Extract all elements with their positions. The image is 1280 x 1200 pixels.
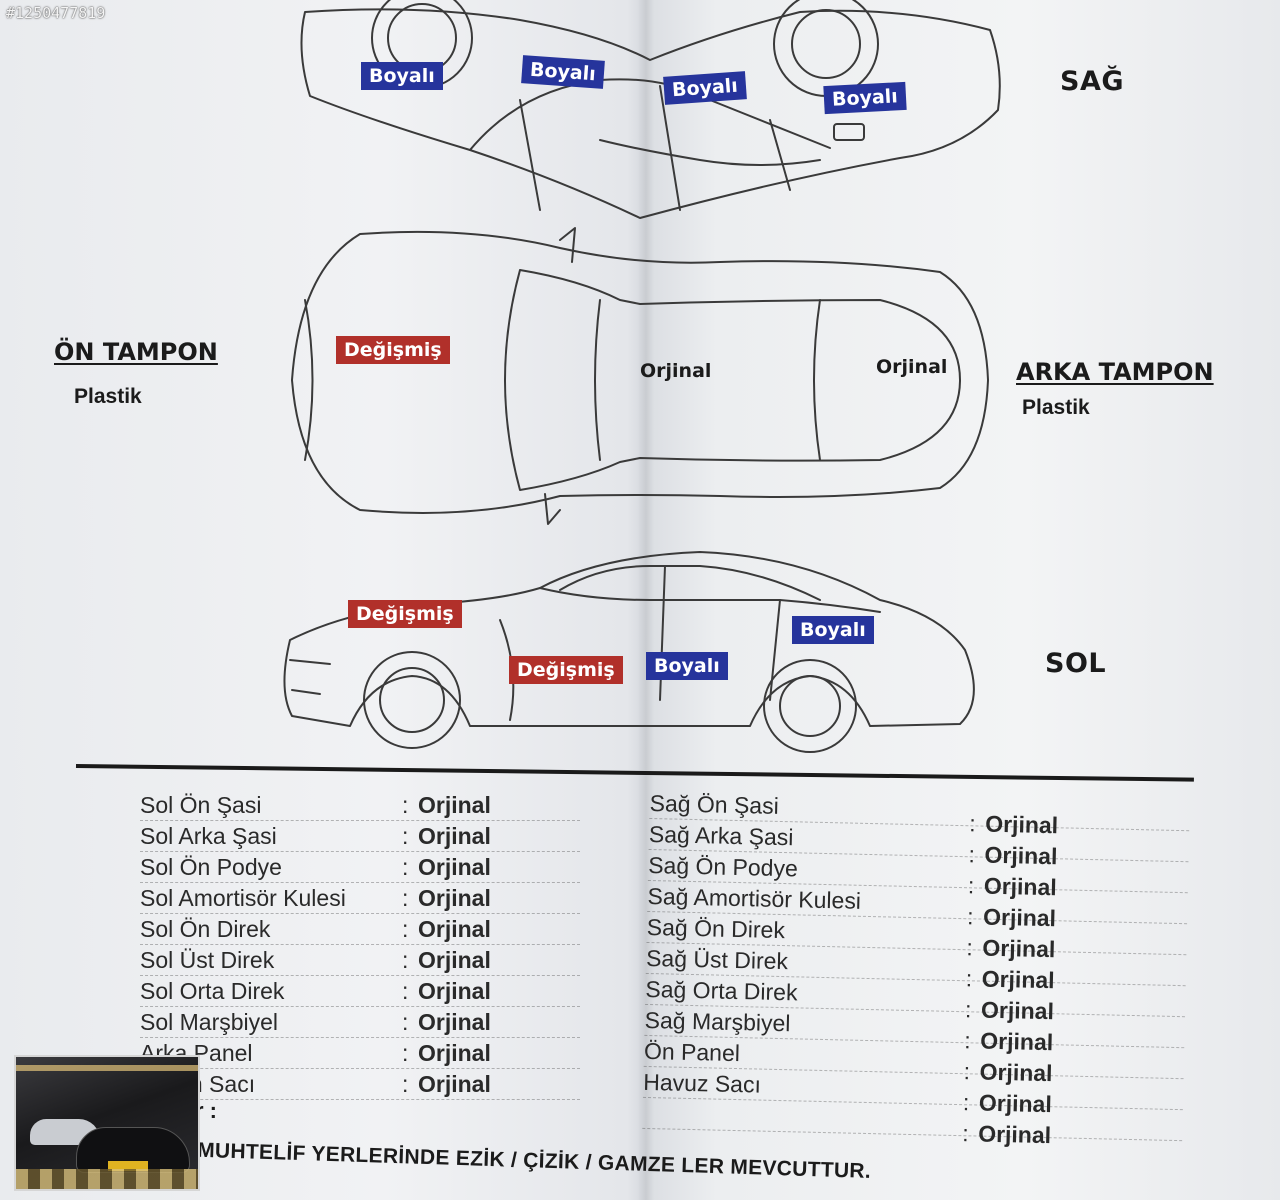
separator: :	[961, 1120, 969, 1147]
part-name: Sol Ön Podye	[140, 854, 282, 880]
trunk-tag: Orjinal	[876, 356, 948, 378]
rear-bumper-label: ARKA TAMPON	[1016, 358, 1214, 386]
left-front-fender-tag: Değişmiş	[348, 600, 462, 628]
part-value: Orjinal	[418, 792, 491, 818]
list-item: Taban Sacı:Orjinal	[140, 1069, 580, 1100]
list-item: Arka Panel:Orjinal	[140, 1038, 580, 1069]
part-value: Orjinal	[418, 916, 491, 942]
list-item: Sol Amortisör Kulesi: Orjinal	[140, 883, 580, 914]
separator: :	[402, 916, 409, 942]
part-name: Sağ Ön Direk	[646, 913, 786, 944]
part-name: Ön Panel	[643, 1037, 741, 1067]
left-front-door-tag: Değişmiş	[509, 656, 623, 684]
left-side-label: SOL	[1045, 648, 1107, 679]
separator: :	[402, 885, 409, 911]
part-value: Orjinal	[418, 1040, 491, 1066]
separator: :	[402, 1009, 409, 1035]
right-rear-fender-tag: Boyalı	[521, 55, 605, 89]
right-parts-list: Sağ Ön Şasi:Orjinal Sağ Arka Şasi:Orjina…	[642, 788, 1190, 1148]
dealer-logo-image	[14, 1055, 200, 1191]
front-bumper-label: ÖN TAMPON	[54, 338, 218, 366]
list-item: Sol Ön Direk: Orjinal	[140, 914, 580, 945]
part-value: Orjinal	[418, 854, 491, 880]
part-name: Sol Ön Şasi	[140, 792, 262, 818]
part-name: Sol Üst Direk	[140, 947, 275, 973]
separator: :	[402, 1071, 409, 1097]
part-name: Sol Arka Şasi	[140, 823, 277, 849]
roof-tag: Orjinal	[640, 360, 712, 382]
rear-bumper-value: Plastik	[1022, 396, 1090, 419]
listing-id: #1250477819	[6, 4, 106, 22]
part-value: Orjinal	[418, 978, 491, 1004]
separator: :	[402, 823, 409, 849]
front-bumper-value: Plastik	[74, 385, 142, 408]
part-value: Orjinal	[418, 823, 491, 849]
part-name: Sol Amortisör Kulesi	[140, 885, 346, 911]
part-name: Havuz Sacı	[643, 1068, 762, 1098]
list-item: Sol Ön Podye: Orjinal	[140, 852, 580, 883]
part-name: Sağ Amortisör Kulesi	[647, 882, 862, 914]
hood-tag: Değişmiş	[336, 336, 450, 364]
left-rear-fender-tag: Boyalı	[792, 616, 874, 644]
separator: :	[402, 947, 409, 973]
list-item: Sol Orta Direk: Orjinal	[140, 976, 580, 1007]
part-name: Sağ Marşbiyel	[644, 1006, 791, 1037]
list-item: Sol Marşbiyel: Orjinal	[140, 1007, 580, 1038]
separator: :	[402, 854, 409, 880]
part-name: Sağ Ön Podye	[647, 851, 799, 882]
part-name: Sağ Arka Şasi	[648, 820, 794, 851]
separator: :	[402, 792, 409, 818]
part-value: Orjinal	[977, 1120, 1052, 1149]
right-front-fender-tag: Boyalı	[823, 81, 907, 115]
part-name: Sağ Ön Şasi	[649, 789, 780, 819]
part-name: Sağ Üst Direk	[645, 944, 789, 975]
car-left-side-drawing	[283, 551, 975, 753]
right-rear-door-tag: Boyalı	[361, 62, 443, 90]
part-name: Sağ Orta Direk	[645, 975, 798, 1006]
part-value: Orjinal	[418, 1009, 491, 1035]
separator: :	[402, 1040, 409, 1066]
list-item: Sol Üst Direk: Orjinal	[140, 945, 580, 976]
part-name: Sol Ön Direk	[140, 916, 271, 942]
left-rear-door-tag: Boyalı	[646, 652, 728, 680]
part-value: Orjinal	[418, 885, 491, 911]
part-name: Sol Orta Direk	[140, 978, 285, 1004]
list-item: Sol Ön Şasi: Orjinal	[140, 790, 580, 821]
part-value: Orjinal	[418, 1071, 491, 1097]
right-front-door-tag: Boyalı	[663, 71, 747, 105]
part-name: Sol Marşbiyel	[140, 1009, 279, 1035]
part-value: Orjinal	[418, 947, 491, 973]
notes-text: ARACIN MUHTELİF YERLERİNDE EZİK / ÇİZİK …	[107, 1136, 872, 1183]
list-item: Sol Arka Şasi: Orjinal	[140, 821, 580, 852]
left-parts-list: Sol Ön Şasi: Orjinal Sol Arka Şasi: Orjina…	[140, 790, 580, 1100]
car-top-view-drawing	[291, 227, 989, 525]
right-side-label: SAĞ	[1060, 66, 1125, 97]
separator: :	[402, 978, 409, 1004]
